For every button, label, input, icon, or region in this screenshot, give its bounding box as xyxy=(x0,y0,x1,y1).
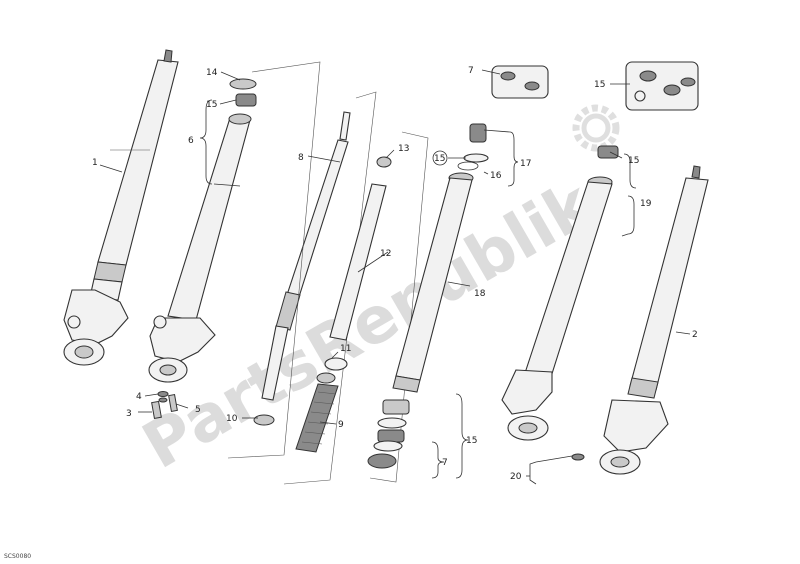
fork-cap-17 xyxy=(463,123,489,163)
label-5: 5 xyxy=(195,405,201,415)
label-2: 2 xyxy=(692,330,698,340)
fork-leg-right xyxy=(571,165,709,475)
fork-leg-left xyxy=(63,49,179,366)
label-7-top: 7 xyxy=(468,66,474,76)
label-7-bottom: 7 xyxy=(442,458,448,468)
part-labels: 1 2 3 4 5 6 7 7 8 9 10 11 12 13 14 15 15… xyxy=(92,66,698,482)
label-17: 17 xyxy=(520,159,531,169)
label-12: 12 xyxy=(380,249,391,259)
leader-lines xyxy=(99,69,691,485)
label-16: 16 xyxy=(490,171,502,181)
label-18: 18 xyxy=(474,289,486,299)
bushing-kit-15-top xyxy=(625,61,699,111)
label-15-left: 15 xyxy=(206,100,217,110)
spring-9 xyxy=(295,383,339,453)
label-9: 9 xyxy=(338,420,344,430)
label-15-lower: 15 xyxy=(466,436,477,446)
outer-tube-6 xyxy=(148,113,252,383)
outer-tube-19 xyxy=(501,145,619,441)
label-11: 11 xyxy=(340,344,351,354)
label-15-right: 15 xyxy=(628,156,639,166)
seal-16 xyxy=(457,161,479,171)
gear-icon xyxy=(572,104,620,152)
label-10: 10 xyxy=(226,414,238,424)
label-4: 4 xyxy=(136,392,142,402)
label-14: 14 xyxy=(206,68,218,78)
drawing-code: SCS0080 xyxy=(4,553,31,560)
label-13: 13 xyxy=(398,144,409,154)
label-6: 6 xyxy=(188,136,194,146)
bushing-15-top-left xyxy=(229,78,257,107)
label-19: 19 xyxy=(640,199,652,209)
label-1: 1 xyxy=(92,158,98,168)
label-15-circled: 15 xyxy=(434,154,445,164)
inner-tube-18 xyxy=(392,172,474,393)
bushing-kit-7-top xyxy=(491,65,549,99)
circled-15 xyxy=(432,150,448,166)
label-20: 20 xyxy=(510,472,522,482)
cartridge-12 xyxy=(316,156,392,384)
label-8: 8 xyxy=(298,153,304,163)
label-3: 3 xyxy=(126,409,132,419)
bushings-7-15-lower xyxy=(367,399,410,469)
label-15-top-right: 15 xyxy=(594,80,605,90)
bolts-3-4-5 xyxy=(151,391,178,419)
